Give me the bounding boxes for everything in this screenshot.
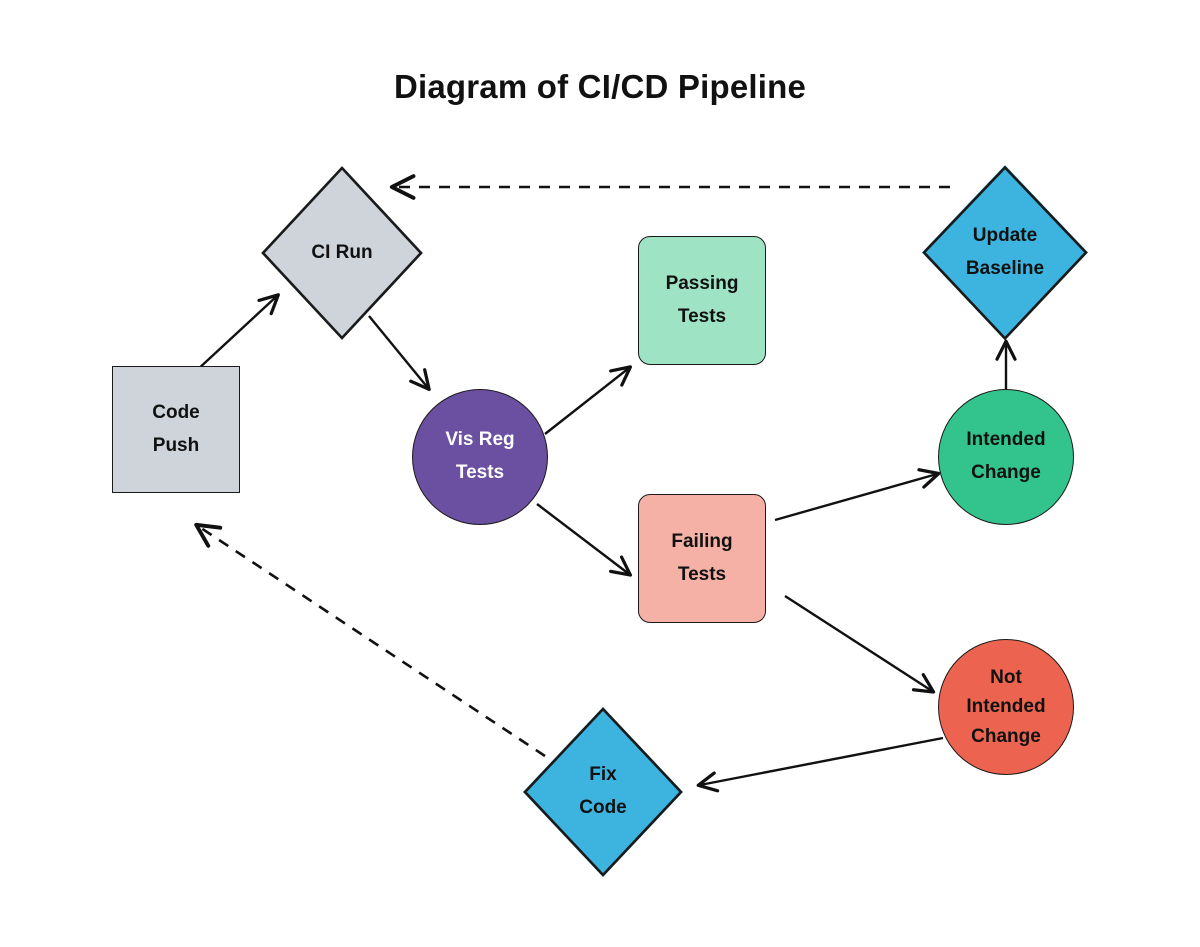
node-update-baseline[interactable]: Update Baseline <box>922 165 1088 340</box>
node-failing-tests-label: Failing Tests <box>671 530 733 585</box>
edge-fix-code-to-code-push <box>194 522 546 758</box>
node-passing-tests-label: Passing Tests <box>665 272 739 327</box>
edge-not-intended-change-to-fix-code <box>696 736 944 793</box>
edge-failing-tests-to-not-intended-change <box>784 594 936 694</box>
node-not-intended-change[interactable]: Not Intended Change <box>938 639 1074 775</box>
node-code-push[interactable]: Code Push <box>112 366 240 493</box>
edge-vis-reg-tests-to-failing-tests <box>536 503 633 577</box>
node-fix-code[interactable]: Fix Code <box>523 707 683 877</box>
edge-vis-reg-tests-to-passing-tests <box>544 365 633 435</box>
node-intended-change[interactable]: Intended Change <box>938 389 1074 525</box>
node-code-push-label: Code Push <box>152 401 200 456</box>
update-baseline-diamond-outline <box>922 165 1088 340</box>
ci-run-diamond-outline <box>261 166 423 340</box>
node-not-intended-change-label: Not Intended Change <box>966 666 1046 747</box>
node-failing-tests[interactable]: Failing Tests <box>638 494 766 623</box>
node-intended-change-label: Intended Change <box>966 429 1046 483</box>
page-title: Diagram of CI/CD Pipeline <box>393 68 807 105</box>
edge-failing-tests-to-intended-change <box>774 468 941 522</box>
node-vis-reg-tests-label: Vis Reg Tests <box>445 429 515 483</box>
node-passing-tests[interactable]: Passing Tests <box>638 236 766 365</box>
node-ci-run[interactable]: CI Run <box>261 166 423 340</box>
node-vis-reg-tests[interactable]: Vis Reg Tests <box>412 389 548 525</box>
fix-code-diamond-outline <box>523 707 683 877</box>
